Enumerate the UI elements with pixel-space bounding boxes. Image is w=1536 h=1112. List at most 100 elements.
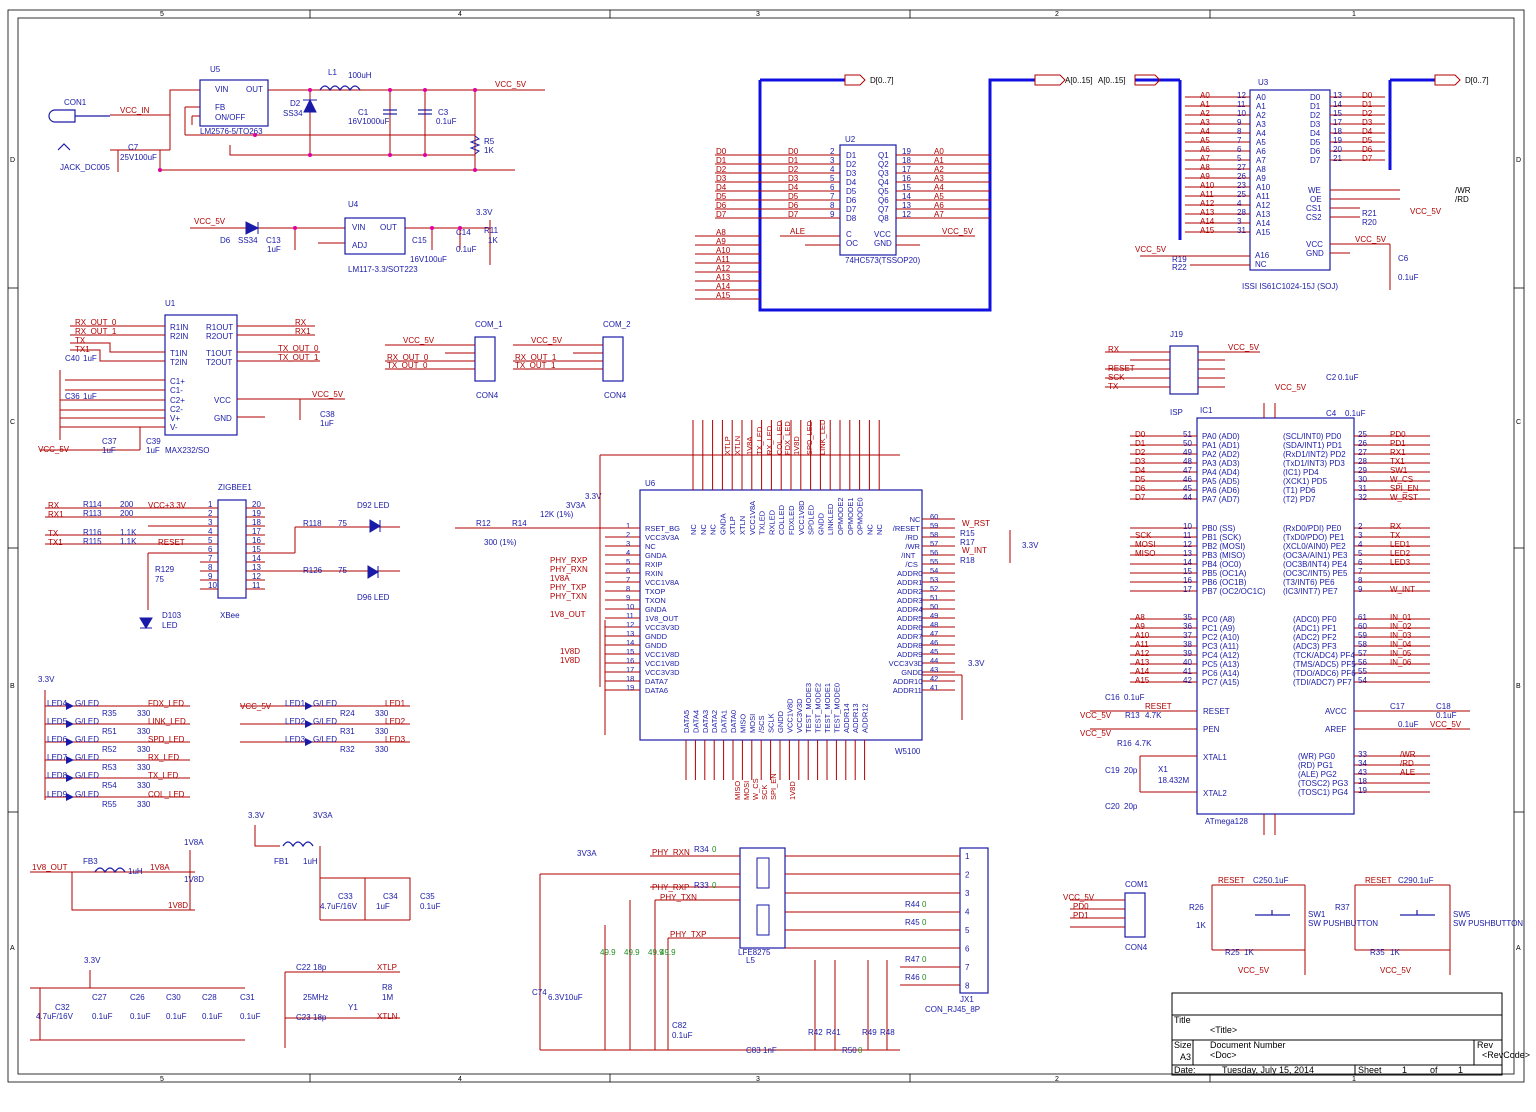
fb1-value: 1uH: [303, 857, 318, 866]
u6-pin-num: 52: [930, 584, 938, 593]
power-supply-3v3: U4 VIN OUT ADJ LM117-3.3/SOT223 D6 SS34 …: [190, 200, 499, 274]
date-label: Date:: [1174, 1065, 1196, 1075]
net-label: D2: [1362, 109, 1373, 118]
ic1-pin-num: 60: [1358, 622, 1367, 631]
c19-value: 20p: [1124, 766, 1138, 775]
r15-ref: R15: [960, 529, 975, 538]
title-value: <Title>: [1210, 1025, 1237, 1035]
com-1-ref: COM_1: [475, 320, 503, 329]
ic1-pin: (TDI/ADC7) PF7: [1293, 678, 1352, 687]
u2-pin: Q4: [878, 178, 889, 187]
com-2-connector: [602, 336, 624, 382]
c38-value: 1uF: [320, 419, 334, 428]
jx1-pin-num: 5: [965, 926, 970, 935]
r126-value: 75: [338, 566, 347, 575]
row-label: D: [1516, 157, 1521, 164]
net-label: D0: [1135, 430, 1146, 439]
title-block: Title <Title> Size A3 Document Number <D…: [1171, 992, 1530, 1076]
u3-pin: D7: [1310, 156, 1321, 165]
row-label: C: [10, 419, 15, 426]
j19-part: ISP: [1170, 408, 1183, 417]
ic1-pin-num: 12: [1183, 540, 1192, 549]
net-label: D5: [1135, 475, 1146, 484]
r34-ref: R34: [694, 845, 709, 854]
net-label: D1: [788, 156, 799, 165]
net-rx-out-0: RX_OUT_0: [387, 353, 429, 362]
u1-part: MAX232/SO: [165, 446, 209, 455]
u6-pin: ADDR6: [897, 623, 922, 632]
r118-value: 75: [338, 519, 347, 528]
u3-pin: A1: [1256, 102, 1266, 111]
u3-pin-num: 3: [1237, 217, 1242, 226]
u2-pin-num: 15: [902, 183, 911, 192]
ic1-pin-num: 10: [1183, 522, 1192, 531]
u6-pin-num: 55: [930, 557, 938, 566]
zigbee-part: XBee: [220, 611, 240, 620]
u1-pin: R2IN: [170, 332, 188, 341]
r12-ref: R12: [476, 519, 491, 528]
c30-value: 0.1uF: [166, 1012, 187, 1021]
u2-pin-num: 9: [830, 210, 835, 219]
c22-value: 18p: [313, 963, 327, 972]
ic1-pin: PC3 (A11): [1202, 642, 1239, 651]
net-label: LED3: [385, 735, 406, 744]
u4-pin-vin: VIN: [352, 223, 366, 232]
u3-pin-oe: OE: [1310, 195, 1322, 204]
u3-pin-num: 28: [1237, 208, 1246, 217]
u6-pin-num: 46: [930, 638, 938, 647]
ic1-pin-xtal1: XTAL1: [1203, 753, 1227, 762]
resistor-value: 330: [137, 745, 151, 754]
col-label: 1: [1352, 1076, 1356, 1083]
r25-ref: R25: [1225, 948, 1240, 957]
u1-pin: R2OUT: [206, 332, 233, 341]
net-label: A5: [934, 192, 944, 201]
net-label: A10: [1135, 631, 1150, 640]
net-xtlp: XTLP: [377, 963, 397, 972]
r115-ref: R115: [83, 537, 102, 546]
c34-ref: C34: [383, 892, 398, 901]
resistor-value: 330: [137, 709, 151, 718]
ic1-pin-num: 31: [1358, 484, 1367, 493]
ic1-pin: PB5 (OC1A): [1202, 569, 1247, 578]
c40-ref: C40: [65, 354, 80, 363]
u4-ref: U4: [348, 200, 359, 209]
u3-pin: A8: [1256, 165, 1266, 174]
col-label: 5: [160, 1076, 164, 1083]
net-reset: RESET: [1145, 702, 1172, 711]
con1-ref: CON1: [64, 98, 87, 107]
u2-pin: Q7: [878, 205, 889, 214]
u6-pin: ADDR12: [861, 703, 870, 733]
c1-value: 16V1000uF: [348, 117, 389, 126]
xbee-pin-num: 13: [252, 563, 261, 572]
led-value: G/LED: [313, 717, 337, 726]
r11-ref: R11: [484, 226, 499, 235]
net-label: A7: [934, 210, 944, 219]
net-vcc-5v: VCC_5V: [1080, 729, 1112, 738]
net-label: TX: [1390, 531, 1401, 540]
r129-ref: R129: [155, 565, 175, 574]
net-rx-out-0: RX_OUT_0: [75, 318, 117, 327]
u6-pin-num: 59: [930, 521, 938, 530]
net-label: D4: [716, 183, 727, 192]
u6-pin: ADDR11: [893, 686, 922, 695]
net-1v8-out: 1V8_OUT: [550, 610, 586, 619]
ic1-pin-num: 50: [1183, 439, 1192, 448]
ic1-pin-num: 47: [1183, 466, 1192, 475]
ic1-pin: (SDA/INT1) PD1: [1283, 441, 1343, 450]
l5-ref: L5: [746, 956, 755, 965]
c27-value: 0.1uF: [92, 1012, 113, 1021]
c32-value: 4.7uF/16V: [36, 1012, 74, 1021]
u3-pin: D1: [1310, 102, 1321, 111]
net-label: 1V8D: [792, 436, 801, 455]
u6-pin-num: 6: [626, 566, 630, 575]
net-vcc-5v: VCC_5V: [495, 80, 527, 89]
com1-and-buttons: COM1 CON4 SW1 SW PUSHBUTTON SW5 SW PUSHB…: [1063, 876, 1523, 975]
ic1-pin-num: 5: [1358, 549, 1363, 558]
net-phy-rxn: PHY_RXN: [652, 848, 690, 857]
u1-pin: T1IN: [170, 349, 188, 358]
r116-ref: R116: [83, 528, 102, 537]
resistor-value: 330: [375, 745, 389, 754]
net-w-int: W_INT: [962, 546, 987, 555]
net-label: W_CS: [751, 778, 760, 800]
net-3v3: 3.3V: [248, 811, 265, 820]
